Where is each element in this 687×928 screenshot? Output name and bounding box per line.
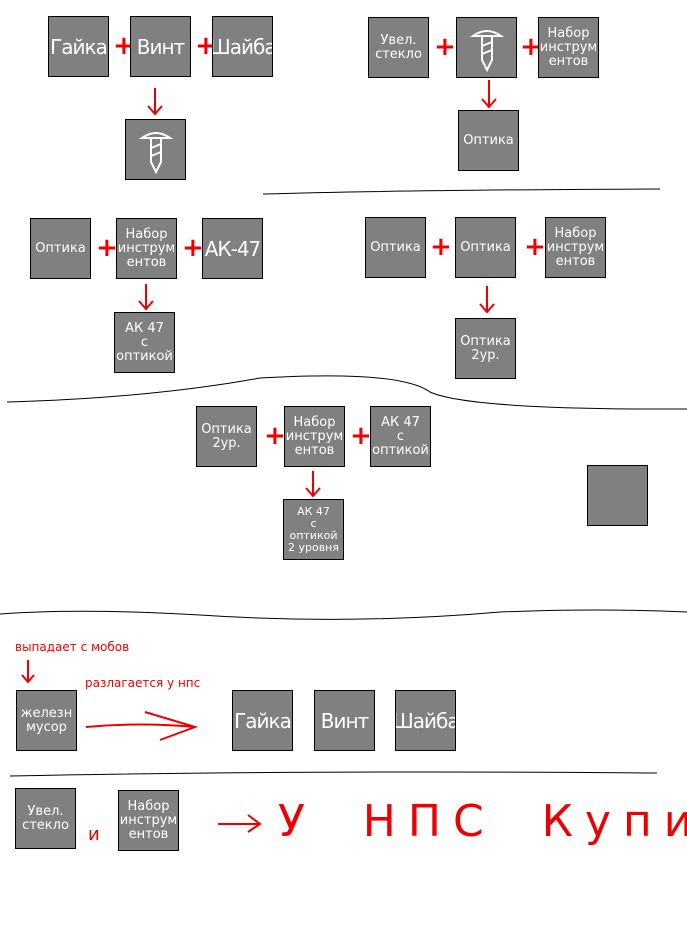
item-nut: Гайка xyxy=(232,690,293,751)
plus-sign: + xyxy=(520,32,542,62)
plus-sign: + xyxy=(264,421,286,451)
arrow-down-6 xyxy=(21,660,35,684)
item-optics: Оптика xyxy=(455,217,516,278)
arrow-right-long xyxy=(85,711,199,741)
item-toolkit: Набор инструм ентов xyxy=(118,790,179,851)
item-magnifier: Увел. стекло xyxy=(368,17,429,78)
divider-3 xyxy=(0,609,687,620)
arrow-right-buy xyxy=(218,814,262,833)
plus-sign: + xyxy=(430,232,452,262)
item-toolkit: Набор инструм ентов xyxy=(545,217,606,278)
plus-sign: + xyxy=(96,233,118,263)
plus-sign: + xyxy=(350,421,372,451)
note-buy-at-npc: У НПС Купить xyxy=(278,796,687,847)
divider-4 xyxy=(9,771,658,777)
item-ak47-optics-2: АК 47 с оптикой 2 уровня xyxy=(283,499,344,560)
note-and: и xyxy=(88,824,100,845)
plus-sign: + xyxy=(524,232,546,262)
plus-sign: + xyxy=(434,32,456,62)
item-optics: Оптика xyxy=(458,110,519,171)
plus-sign: + xyxy=(195,31,217,61)
screw-icon xyxy=(125,119,186,180)
item-screw: Винт xyxy=(130,16,191,77)
screw-icon xyxy=(456,17,517,78)
item-magnifier: Увел. стекло xyxy=(15,788,76,849)
item-optics: Оптика xyxy=(30,218,91,279)
item-optics-2: Оптика 2ур. xyxy=(455,318,516,379)
arrow-down-3 xyxy=(138,284,154,311)
item-ak47: АК-47 xyxy=(202,218,263,279)
item-screw: Винт xyxy=(314,690,375,751)
item-toolkit: Набор инструм ентов xyxy=(284,406,345,467)
item-washer: Шайба xyxy=(395,690,456,751)
item-ak47-optics: АК 47 с оптикой xyxy=(114,312,175,373)
item-nut: Гайка xyxy=(48,16,109,77)
item-toolkit: Набор инструм ентов xyxy=(538,17,599,78)
arrow-down-4 xyxy=(479,286,495,314)
item-optics-2: Оптика 2ур. xyxy=(196,406,257,467)
item-scrap: железн мусор xyxy=(16,690,77,751)
arrow-down-5 xyxy=(305,471,321,498)
item-washer: Шайба xyxy=(212,16,273,77)
empty-slot xyxy=(587,465,648,526)
note-disassembled-at-npc: разлагается у нпс xyxy=(85,676,201,690)
plus-sign: + xyxy=(182,233,204,263)
item-optics: Оптика xyxy=(365,217,426,278)
arrow-down-1 xyxy=(147,88,163,116)
plus-sign: + xyxy=(113,31,135,61)
divider-2 xyxy=(6,375,687,410)
item-toolkit: Набор инструм ентов xyxy=(116,218,177,279)
divider-1 xyxy=(262,188,661,195)
item-ak47-optics: АК 47 с оптикой xyxy=(370,406,431,467)
note-drops-from-mobs: выпадает с мобов xyxy=(15,640,130,654)
arrow-down-2 xyxy=(481,80,497,109)
